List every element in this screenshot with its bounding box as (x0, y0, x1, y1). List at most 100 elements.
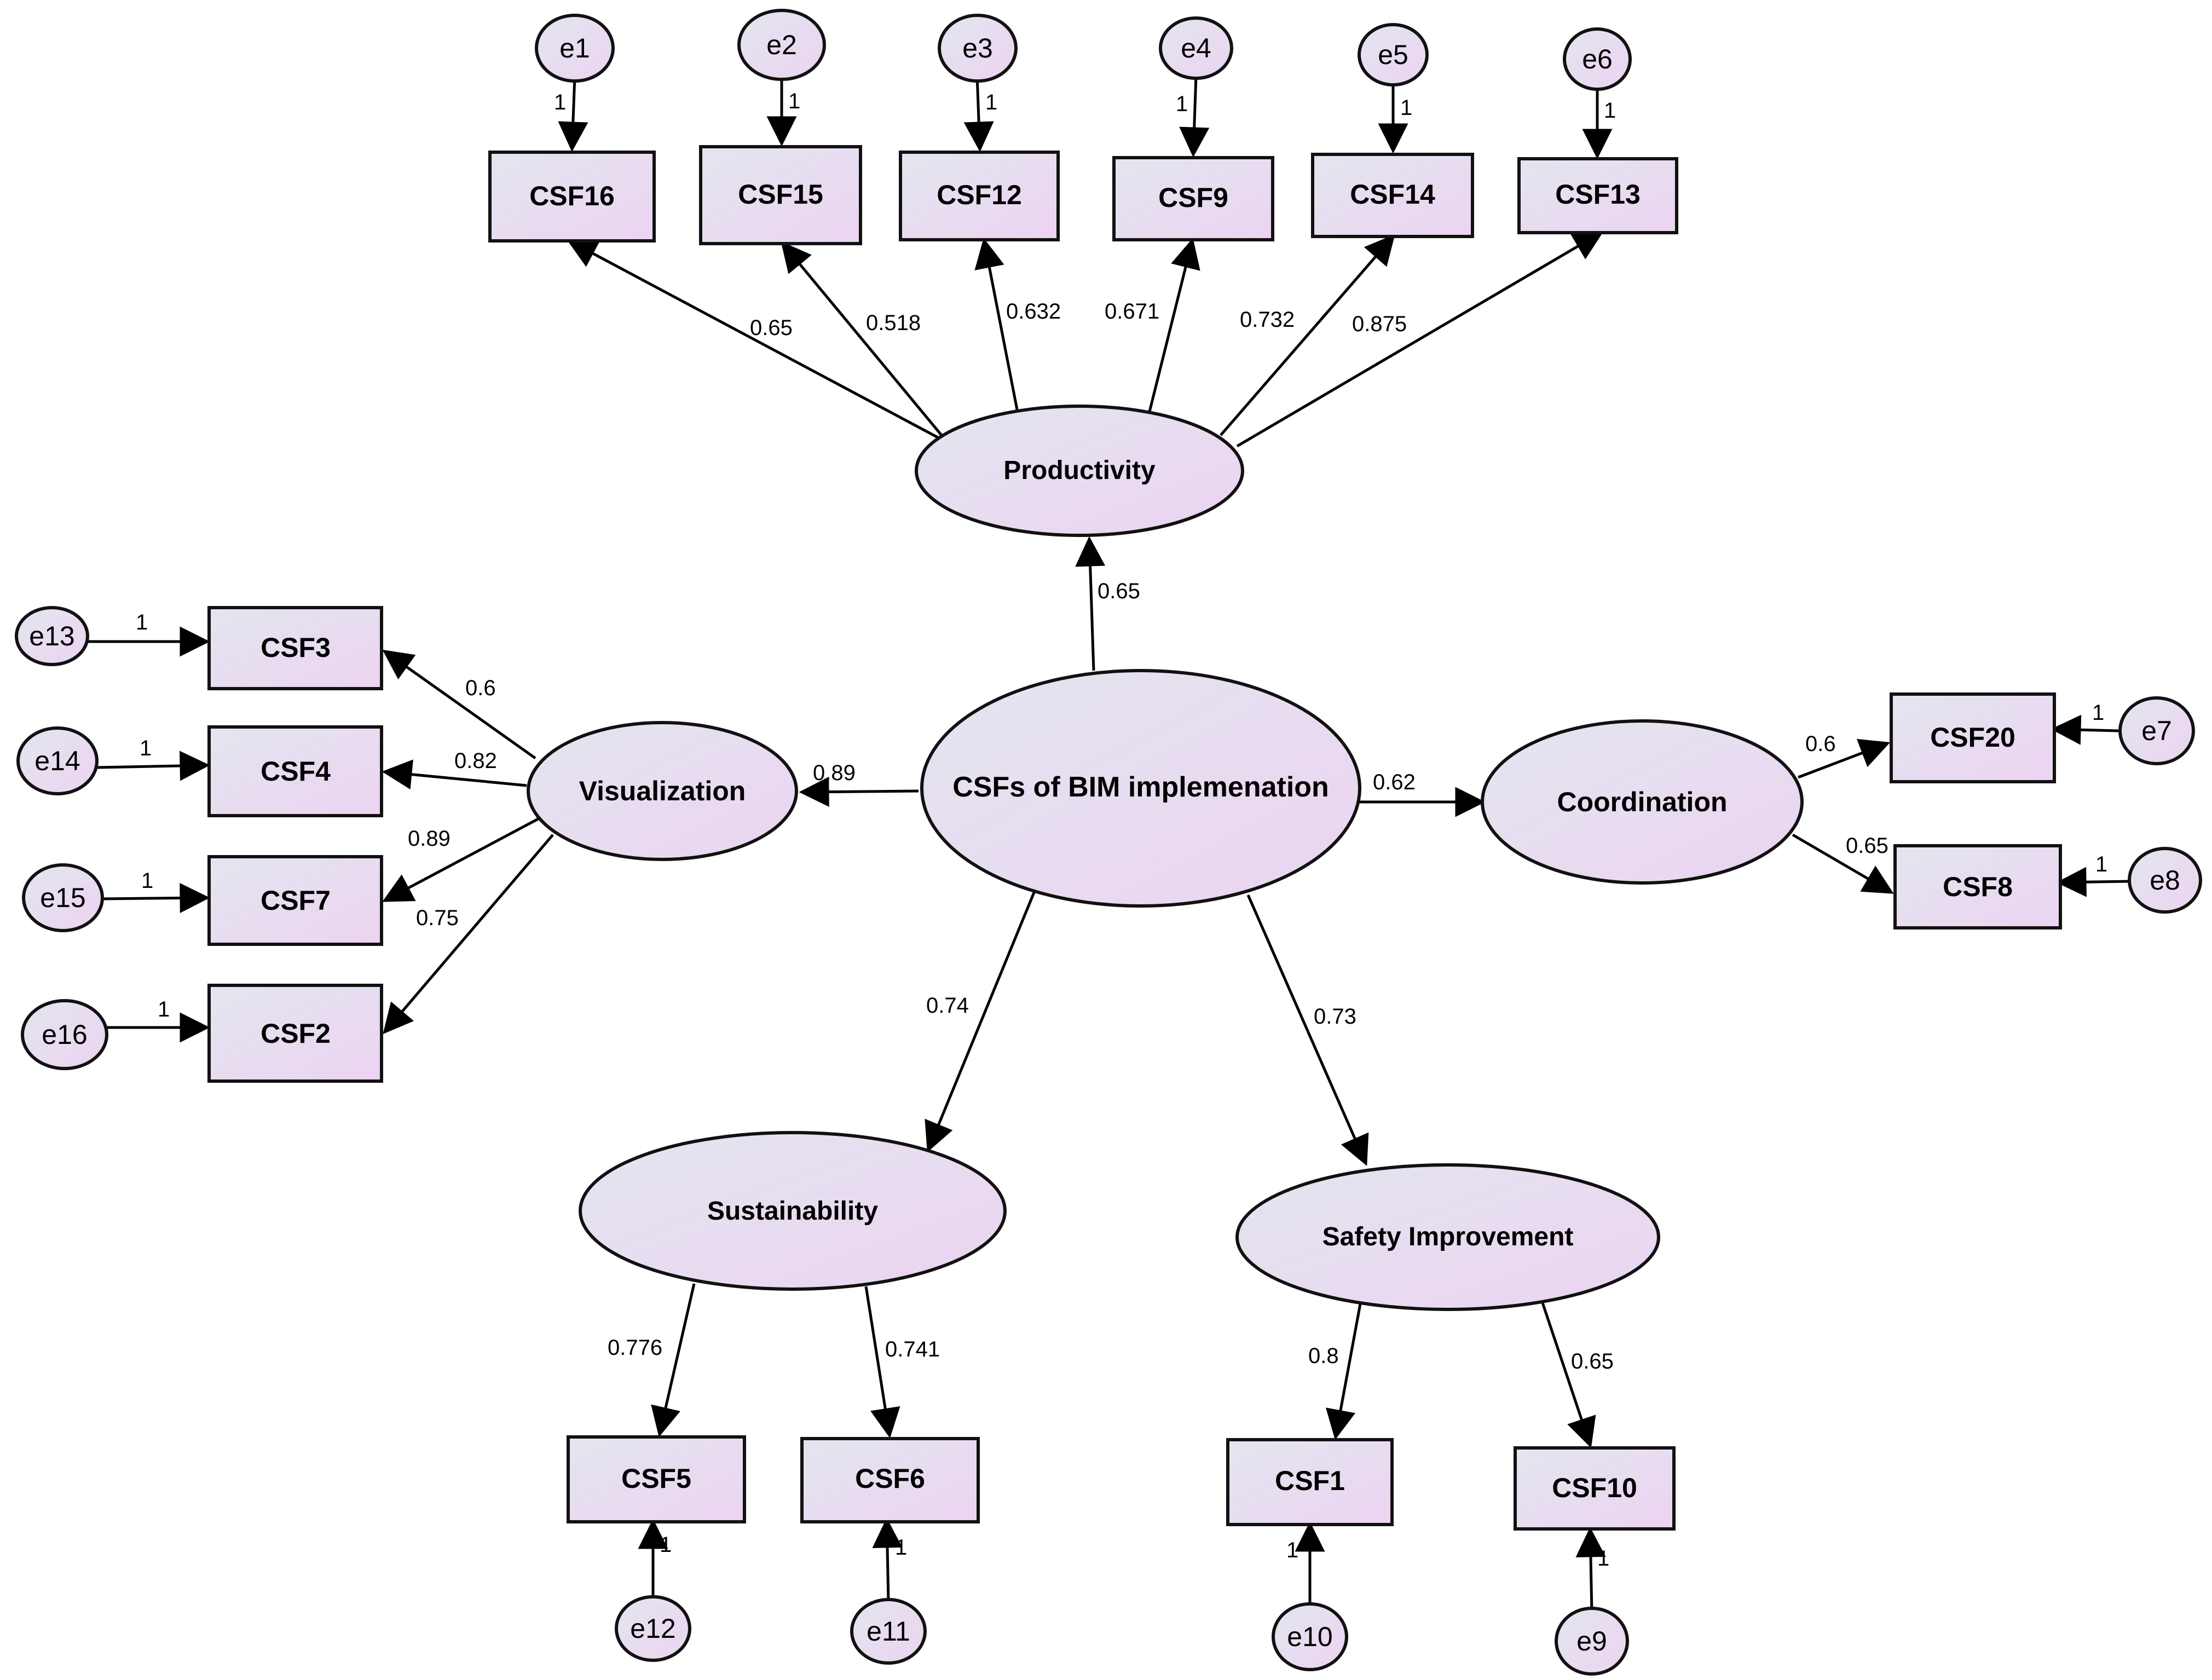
edge-prod-csf16 (567, 239, 940, 440)
coef-prod-csf16: 0.65 (750, 316, 793, 340)
indicator-label: CSF15 (738, 179, 823, 210)
edge-e4-csf9 (1179, 75, 1210, 158)
coef-prod-csf12: 0.632 (1006, 299, 1061, 324)
indicator-csf9[interactable]: CSF9 (1112, 156, 1274, 241)
loading-e16: 1 (158, 997, 170, 1021)
indicator-csf20[interactable]: CSF20 (1890, 692, 2056, 783)
error-label: e15 (40, 882, 85, 913)
error-e2[interactable]: e2 (737, 9, 826, 81)
indicator-csf7[interactable]: CSF7 (207, 855, 383, 946)
indicator-label: CSF5 (621, 1463, 691, 1494)
edge-e11-csf6 (872, 1517, 903, 1602)
error-e16[interactable]: e16 (21, 999, 108, 1070)
indicator-csf2[interactable]: CSF2 (207, 984, 383, 1083)
coef-central-visualization: 0.89 (813, 761, 856, 785)
indicator-csf16[interactable]: CSF16 (488, 151, 656, 243)
coef-vis-csf7: 0.89 (408, 827, 451, 851)
error-label: e2 (766, 30, 797, 60)
error-e3[interactable]: e3 (938, 14, 1018, 83)
loading-e8: 1 (2095, 852, 2107, 876)
loading-e1: 1 (554, 90, 566, 114)
indicator-label: CSF14 (1350, 179, 1435, 210)
latent-sustainability[interactable]: Sustainability (579, 1131, 1007, 1291)
latent-visualization[interactable]: Visualization (527, 721, 798, 861)
coef-sus-csf6: 0.741 (885, 1337, 940, 1361)
error-e13[interactable]: e13 (15, 606, 89, 666)
latent-productivity-label: Productivity (1003, 456, 1156, 485)
coef-safety-csf10: 0.65 (1571, 1349, 1614, 1373)
latent-sustainability-label: Sustainability (707, 1197, 878, 1226)
error-e10[interactable]: e10 (1272, 1602, 1348, 1671)
indicator-label: CSF2 (261, 1018, 331, 1049)
indicator-csf6[interactable]: CSF6 (800, 1437, 980, 1523)
edge-vis-csf2 (383, 834, 554, 1035)
indicator-label: CSF16 (529, 181, 615, 211)
coef-coord-csf8: 0.65 (1846, 834, 1888, 858)
error-e15[interactable]: e15 (22, 863, 104, 932)
error-e1[interactable]: e1 (535, 14, 615, 83)
error-e4[interactable]: e4 (1159, 16, 1233, 80)
error-label: e8 (2150, 865, 2180, 896)
indicator-csf13[interactable]: CSF13 (1517, 157, 1678, 234)
error-label: e10 (1287, 1621, 1332, 1652)
coef-central-productivity: 0.65 (1098, 579, 1140, 603)
indicator-csf1[interactable]: CSF1 (1226, 1438, 1394, 1526)
error-e11[interactable]: e11 (850, 1598, 927, 1665)
coef-sus-csf5: 0.776 (608, 1336, 662, 1360)
indicator-csf5[interactable]: CSF5 (567, 1435, 746, 1523)
edge-coord-csf8 (1792, 833, 1894, 894)
coef-vis-csf3: 0.6 (465, 676, 496, 700)
indicator-label: CSF1 (1275, 1465, 1345, 1496)
latent-coordination[interactable]: Coordination (1481, 719, 1804, 885)
coef-prod-csf13: 0.875 (1352, 312, 1407, 336)
indicator-csf10[interactable]: CSF10 (1514, 1446, 1676, 1531)
edge-sus-csf6 (864, 1286, 900, 1439)
indicator-csf8[interactable]: CSF8 (1893, 844, 2062, 930)
edge-prod-csf12 (974, 238, 1019, 410)
edge-e3-csf12 (963, 75, 994, 152)
error-e6[interactable]: e6 (1563, 27, 1632, 91)
latent-productivity[interactable]: Productivity (915, 405, 1244, 537)
edge-central-visualization (799, 777, 919, 807)
indicator-label: CSF13 (1555, 179, 1641, 210)
indicator-label: CSF3 (261, 632, 331, 663)
coef-central-coordination: 0.62 (1373, 770, 1416, 794)
edge-e14-csf4 (97, 750, 210, 781)
indicator-csf4[interactable]: CSF4 (207, 725, 383, 817)
indicator-label: CSF10 (1552, 1473, 1637, 1503)
indicator-label: CSF20 (1930, 722, 2015, 753)
edge-central-sustainability (925, 891, 1036, 1153)
edge-sus-csf5 (651, 1283, 696, 1437)
loading-e15: 1 (141, 869, 153, 893)
error-e14[interactable]: e14 (16, 726, 99, 795)
coef-prod-csf14: 0.732 (1240, 308, 1295, 332)
loading-e5: 1 (1400, 96, 1412, 120)
loading-e3: 1 (985, 90, 997, 114)
loading-e4: 1 (1176, 92, 1188, 116)
error-e5[interactable]: e5 (1358, 23, 1429, 86)
indicator-csf12[interactable]: CSF12 (899, 151, 1060, 241)
error-label: e1 (559, 33, 590, 63)
edge-e1-csf16 (558, 76, 588, 152)
indicator-csf3[interactable]: CSF3 (207, 606, 383, 690)
central-construct[interactable]: CSFs of BIM implemenation (920, 669, 1361, 908)
latent-safety-improvement[interactable]: Safety Improvement (1235, 1163, 1660, 1311)
error-e9[interactable]: e9 (1555, 1607, 1629, 1676)
error-e7[interactable]: e7 (2118, 696, 2195, 765)
error-label: e11 (867, 1616, 910, 1647)
error-label: e13 (29, 621, 74, 651)
indicator-label: CSF7 (261, 885, 331, 916)
indicator-label: CSF9 (1158, 182, 1228, 213)
indicator-csf14[interactable]: CSF14 (1311, 153, 1474, 238)
coef-safety-csf1: 0.8 (1308, 1344, 1339, 1368)
coef-vis-csf4: 0.82 (454, 749, 497, 773)
coef-prod-csf15: 0.518 (866, 311, 921, 335)
central-construct-label: CSFs of BIM implemenation (952, 771, 1329, 803)
error-e8[interactable]: e8 (2128, 847, 2202, 914)
indicator-csf15[interactable]: CSF15 (699, 145, 862, 245)
edge-e15-csf7 (101, 883, 210, 914)
loading-e9: 1 (1597, 1546, 1609, 1571)
error-e12[interactable]: e12 (615, 1595, 691, 1662)
loading-e14: 1 (140, 736, 152, 760)
error-label: e7 (2141, 715, 2172, 746)
